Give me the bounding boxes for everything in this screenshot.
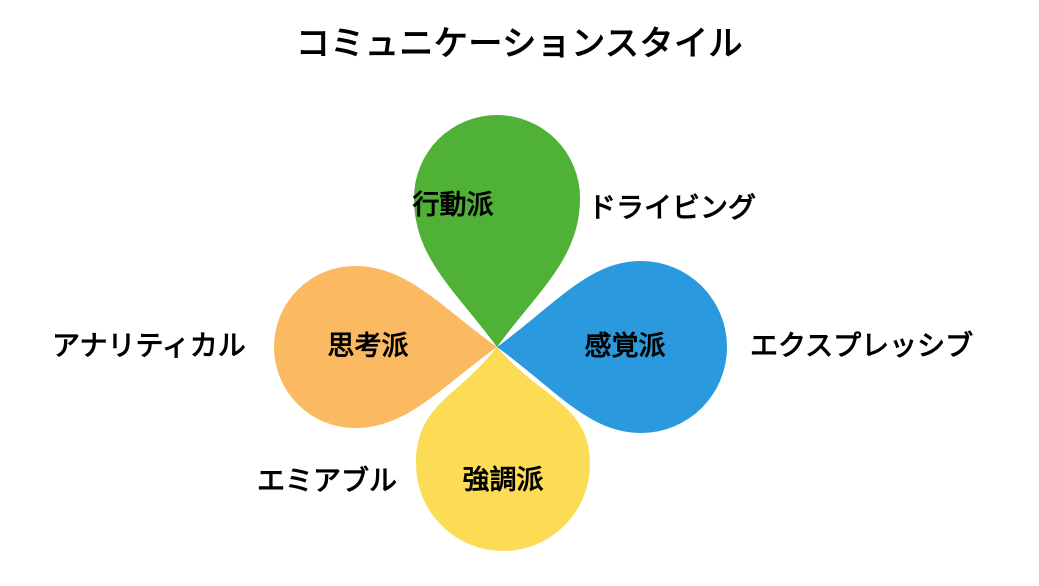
outer-label-amiable: エミアブル bbox=[257, 464, 398, 497]
outer-label-expressive: エクスプレッシブ bbox=[750, 329, 974, 362]
petal-label-analytical: 思考派 bbox=[327, 331, 409, 362]
petal-shape-yellow[interactable] bbox=[416, 347, 590, 551]
outer-label-analytical: アナリティカル bbox=[52, 329, 246, 362]
petal-shape-orange[interactable] bbox=[274, 266, 497, 428]
petal-label-amiable: 強調派 bbox=[462, 465, 544, 496]
outer-label-driving: ドライビング bbox=[588, 191, 757, 224]
page-title: コミュニケーションスタイル bbox=[295, 24, 744, 64]
petal-label-expressive: 感覚派 bbox=[584, 331, 666, 362]
petal-shape-blue[interactable] bbox=[497, 261, 728, 434]
petal-label-driving: 行動派 bbox=[412, 190, 494, 221]
petal-shape-green[interactable] bbox=[414, 115, 580, 347]
